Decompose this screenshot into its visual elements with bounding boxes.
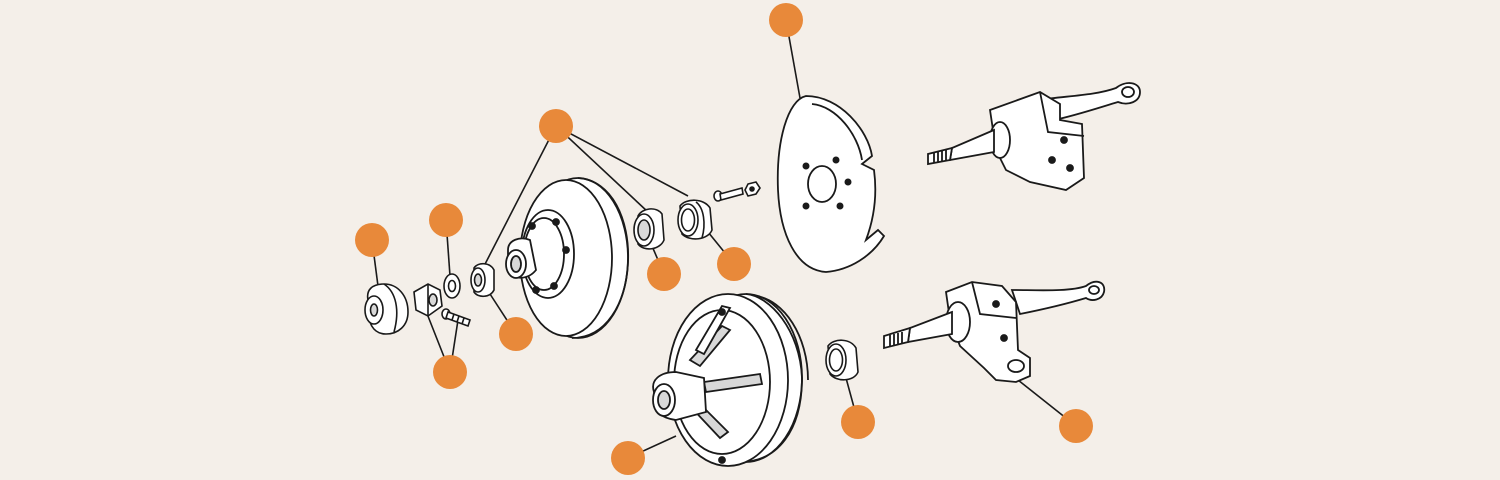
hotspot-bearing-kit-disc-hub[interactable] <box>539 109 573 143</box>
hotspot-nut-and-bolt[interactable] <box>433 355 467 389</box>
washer-part <box>444 274 460 298</box>
hotspots <box>355 3 1093 475</box>
disc-hub-part <box>506 178 628 338</box>
hotspot-grease-seal[interactable] <box>841 405 875 439</box>
clamp-bolt-part <box>442 309 470 326</box>
inner-bearing-part <box>634 209 664 249</box>
outer-bearing-part <box>471 264 494 297</box>
brake-drum-part <box>653 294 808 466</box>
hotspot-drum-hub[interactable] <box>611 441 645 475</box>
castle-nut-part <box>414 284 442 316</box>
leader-line-bearing-kit-a <box>481 125 557 271</box>
hotspot-inner-bearing[interactable] <box>499 317 533 351</box>
bearing-cup-part <box>678 200 712 239</box>
hotspot-outer-bearing[interactable] <box>717 247 751 281</box>
dust-cap-part <box>365 284 408 334</box>
backing-plate-part <box>778 96 884 272</box>
disc-stub-axle-part <box>928 83 1140 190</box>
hotspot-washer[interactable] <box>429 203 463 237</box>
hotspot-dust-cap[interactable] <box>355 223 389 257</box>
drum-grease-seal-part <box>826 340 858 380</box>
backing-plate-bolt-part <box>714 182 760 201</box>
hotspot-inner-bearing-cup[interactable] <box>647 257 681 291</box>
leader-line-bearing-kit-c <box>555 125 689 197</box>
hotspot-backing-plate[interactable] <box>769 3 803 37</box>
drum-stub-axle-part <box>884 282 1104 382</box>
leader-line-bearing-kit-b <box>555 125 649 213</box>
hotspot-drum-stub-axle[interactable] <box>1059 409 1093 443</box>
